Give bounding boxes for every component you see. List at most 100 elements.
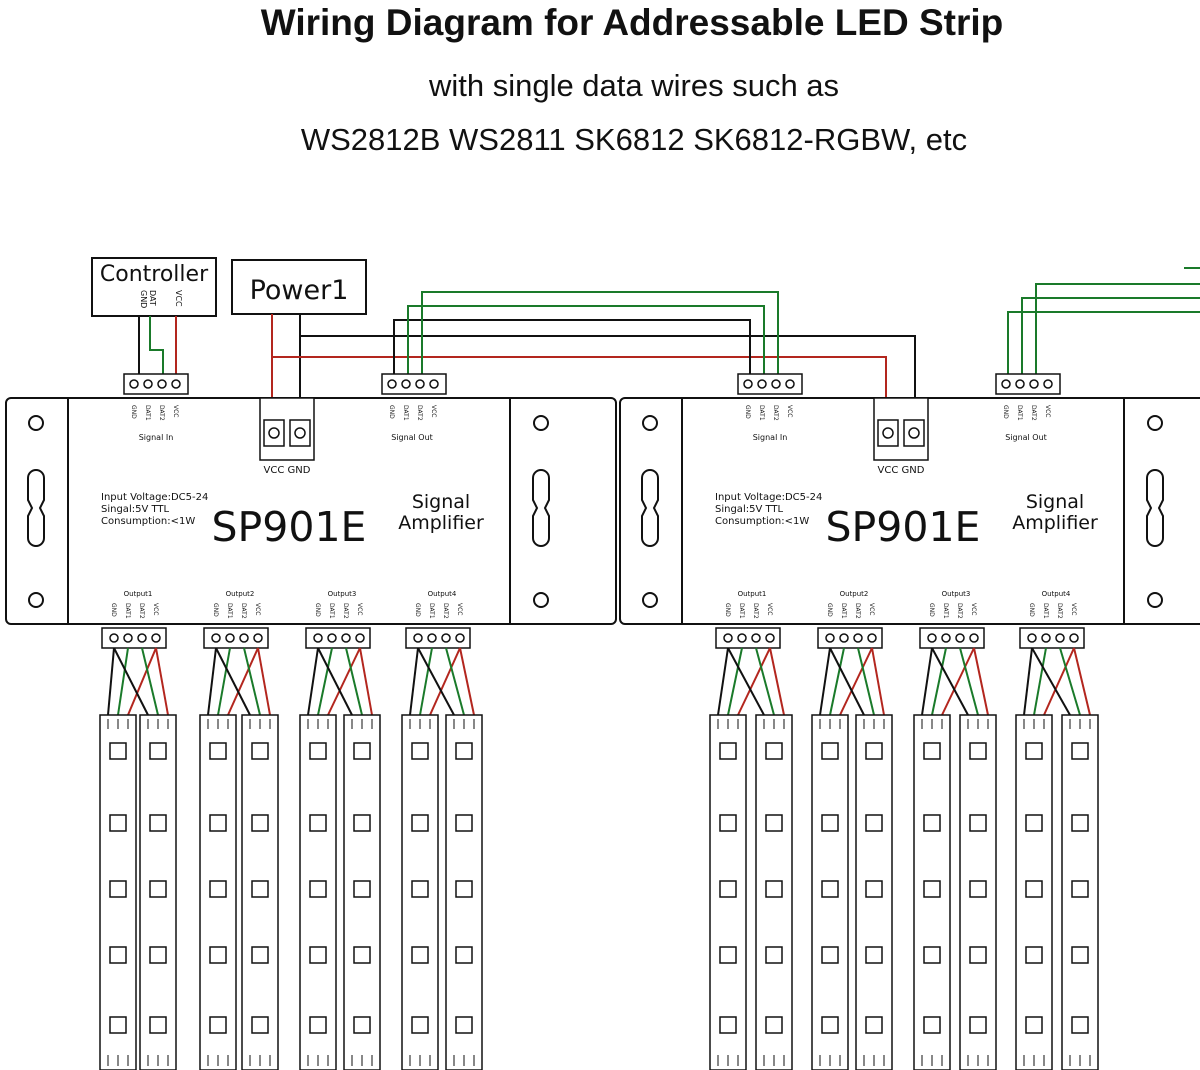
wire: [127, 647, 157, 716]
wire: [959, 647, 979, 716]
terminal-block: [995, 373, 1061, 395]
wire: [941, 647, 975, 716]
screw-icon: [313, 633, 323, 643]
wire: [407, 305, 765, 385]
pin-label-gnd: GND: [1028, 603, 1035, 617]
led-chip-icon: [109, 742, 127, 760]
led-chip-icon: [149, 946, 167, 964]
led-chip-icon: [969, 814, 987, 832]
pin-label-dat1: DAT1: [144, 405, 151, 421]
pin-label-dat2: DAT2: [854, 603, 861, 619]
screw-icon: [757, 379, 767, 389]
wire: [243, 647, 261, 716]
pin-label-gnd: GND: [130, 405, 137, 419]
pin-label-dat1: DAT1: [1042, 603, 1049, 619]
pin-label-gnd: GND: [110, 603, 117, 617]
pin-label-dat1: DAT1: [1016, 405, 1023, 421]
diagram-subtitle-line1: with single data wires such as: [428, 68, 839, 103]
wire: [409, 647, 419, 716]
screw-icon: [1001, 379, 1011, 389]
led-chip-icon: [309, 946, 327, 964]
terminal-block: [203, 627, 269, 649]
amp-name-line1: Signal: [1026, 491, 1084, 513]
led-chip-icon: [251, 880, 269, 898]
wire: [429, 647, 461, 716]
wire: [107, 647, 115, 716]
wire: [445, 647, 465, 716]
screw-icon: [1015, 379, 1025, 389]
led-chip-icon: [309, 880, 327, 898]
controller-pin-gnd: GND: [139, 290, 148, 308]
led-chip-icon: [353, 880, 371, 898]
wire: [871, 647, 885, 716]
screw-icon: [743, 379, 753, 389]
pin-label-gnd: GND: [212, 603, 219, 617]
pin-label-gnd: GND: [414, 603, 421, 617]
output-label: Output4: [1042, 590, 1071, 598]
amp-model: SP901E: [212, 503, 367, 551]
wire: [215, 647, 251, 716]
wire: [829, 647, 845, 716]
pin-label-vcc: VCC: [786, 405, 793, 417]
led-chip-icon: [821, 742, 839, 760]
controller: Controller GND DAT VCC: [91, 257, 217, 317]
led-chip-icon: [455, 946, 473, 964]
led-chip-icon: [865, 814, 883, 832]
pin-label-vcc: VCC: [254, 603, 261, 615]
wire: [1023, 647, 1033, 716]
led-chip-icon: [109, 946, 127, 964]
led-chip-icon: [1071, 946, 1089, 964]
wire: [1035, 283, 1200, 385]
signal-out-label: Signal Out: [391, 433, 433, 442]
screw-icon: [1041, 633, 1051, 643]
led-chip-icon: [923, 880, 941, 898]
led-chip-icon: [923, 814, 941, 832]
led-chip-icon: [109, 814, 127, 832]
led-chip-icon: [251, 814, 269, 832]
pin-label-dat1: DAT1: [124, 603, 131, 619]
led-chip-icon: [411, 880, 429, 898]
pin-label-vcc: VCC: [356, 603, 363, 615]
led-strips: [99, 647, 1099, 1070]
terminal-block: [817, 627, 883, 649]
screw-icon: [1027, 633, 1037, 643]
wire: [300, 335, 916, 420]
wire: [207, 647, 217, 716]
screw-icon: [387, 379, 397, 389]
screw-icon: [927, 633, 937, 643]
wire: [931, 647, 969, 716]
screw-icon: [765, 633, 775, 643]
controller-box: [91, 257, 217, 317]
terminal-block: [305, 627, 371, 649]
mount-hole: [642, 592, 658, 608]
screw-icon: [239, 633, 249, 643]
screw-icon: [109, 633, 119, 643]
wire: [359, 647, 373, 716]
led-chip-icon: [411, 814, 429, 832]
pin-label-dat2: DAT2: [138, 603, 145, 619]
wire: [257, 647, 271, 716]
led-chip-icon: [923, 946, 941, 964]
power-supply: Power1: [231, 259, 367, 315]
wire: [973, 647, 989, 716]
mount-hole: [642, 415, 658, 431]
screw-icon: [751, 633, 761, 643]
pin-label-dat2: DAT2: [956, 603, 963, 619]
screw-icon: [427, 633, 437, 643]
screw-icon: [429, 379, 439, 389]
terminal-block: [737, 373, 803, 395]
wire: [737, 647, 771, 716]
wire: [141, 647, 159, 716]
led-chip-icon: [1025, 946, 1043, 964]
pin-label-dat2: DAT2: [342, 603, 349, 619]
wire: [1007, 311, 1200, 385]
led-chip-icon: [1071, 1016, 1089, 1034]
screw-icon: [129, 379, 139, 389]
output-label: Output1: [738, 590, 767, 598]
led-chip-icon: [923, 742, 941, 760]
wire: [1073, 647, 1091, 716]
led-chip-icon: [455, 742, 473, 760]
